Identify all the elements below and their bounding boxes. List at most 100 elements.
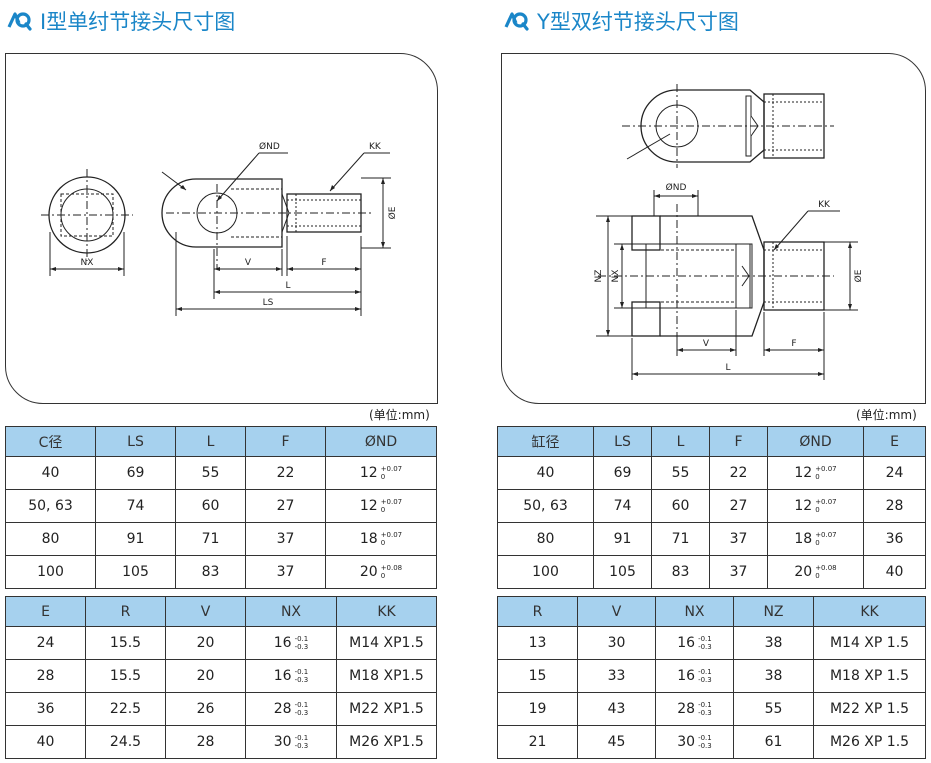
table-cell: 100 bbox=[497, 555, 594, 589]
column-header: KK bbox=[336, 596, 437, 627]
ls-label: LS bbox=[263, 298, 274, 308]
table-cell: 26 bbox=[165, 692, 246, 726]
nominal-value: 16 bbox=[273, 635, 292, 651]
table-cell: 30 bbox=[577, 626, 656, 660]
table-cell: 50, 63 bbox=[5, 489, 96, 523]
table-cell: 24 bbox=[863, 456, 926, 490]
nz-label: NZ bbox=[594, 270, 604, 283]
tolerance-lower: 0 bbox=[380, 506, 386, 514]
single-knuckle-drawing-panel: ØND KK ØE NX V F L LS bbox=[5, 53, 438, 404]
table-cell: 55 bbox=[175, 456, 246, 490]
tolerance-lower: 0 bbox=[815, 506, 820, 514]
table-cell: 38 bbox=[733, 626, 814, 660]
table-cell: 30-0.1-0.3 bbox=[655, 725, 734, 759]
tolerance-upper: +0.07 bbox=[815, 465, 837, 473]
table-cell: 71 bbox=[175, 522, 246, 556]
table-cell: 43 bbox=[577, 692, 656, 726]
table-row: 28 15.5 20 16-0.1-0.3 M18 XP1.5 bbox=[5, 659, 437, 693]
table-cell: 15.5 bbox=[85, 659, 166, 693]
tolerance-lower: -0.3 bbox=[294, 643, 309, 651]
table-cell: 28 bbox=[165, 725, 246, 759]
table-cell: 36 bbox=[863, 522, 926, 556]
nx-label: NX bbox=[611, 270, 621, 283]
brand-logo-icon bbox=[504, 12, 529, 31]
tolerance-lower: 0 bbox=[380, 473, 386, 481]
table-cell: 20 bbox=[165, 626, 246, 660]
tolerance-lower: -0.3 bbox=[294, 709, 309, 717]
table-cell: 21 bbox=[497, 725, 578, 759]
tolerance-upper: +0.08 bbox=[815, 564, 837, 572]
table-row: 13 30 16-0.1-0.3 38 M14 XP 1.5 bbox=[497, 626, 926, 660]
tolerance-upper: +0.07 bbox=[815, 498, 837, 506]
table-cell: 40 bbox=[863, 555, 926, 589]
tolerance-lower: -0.3 bbox=[698, 742, 712, 750]
table-cell: 83 bbox=[175, 555, 246, 589]
column-header: F bbox=[709, 426, 768, 457]
table-cell: 27 bbox=[709, 489, 768, 523]
brand-logo-icon bbox=[7, 12, 32, 31]
tolerance-lower: 0 bbox=[815, 572, 820, 580]
table-cell: 22.5 bbox=[85, 692, 166, 726]
column-header: V bbox=[165, 596, 246, 627]
table-cell: 50, 63 bbox=[497, 489, 594, 523]
tolerance-lower: -0.3 bbox=[698, 643, 712, 651]
tolerance-upper: -0.1 bbox=[294, 635, 309, 643]
column-header: ØND bbox=[767, 426, 864, 457]
tolerance-upper: +0.07 bbox=[815, 531, 837, 539]
e-label: ØE bbox=[387, 206, 398, 219]
table-cell: 13 bbox=[497, 626, 578, 660]
double-knuckle-drawing: ØND KK NZ NX ØE V F L bbox=[594, 84, 864, 380]
double-knuckle-title: Y型双纣节接头尺寸图 bbox=[503, 6, 739, 36]
single-knuckle-title: I型单纣节接头尺寸图 bbox=[6, 6, 235, 36]
table-cell: 28 bbox=[5, 659, 86, 693]
v-label: V bbox=[245, 258, 252, 268]
column-header: NX bbox=[245, 596, 337, 627]
table-cell: M18 XP1.5 bbox=[336, 659, 437, 693]
tolerance-upper: -0.1 bbox=[294, 701, 309, 709]
column-header: R bbox=[85, 596, 166, 627]
tolerance-lower: 0 bbox=[815, 473, 820, 481]
table-cell: M14 XP1.5 bbox=[336, 626, 437, 660]
tolerance-upper: -0.1 bbox=[698, 635, 712, 643]
nominal-value: 28 bbox=[273, 701, 292, 717]
table-header-row: E R V NX KK bbox=[5, 596, 437, 627]
nominal-value: 20 bbox=[359, 564, 378, 580]
column-header: NX bbox=[655, 596, 734, 627]
table-cell: M14 XP 1.5 bbox=[813, 626, 926, 660]
column-header: NZ bbox=[733, 596, 814, 627]
nominal-value: 16 bbox=[677, 635, 696, 651]
table-cell: 91 bbox=[95, 522, 176, 556]
table-cell: 37 bbox=[709, 555, 768, 589]
tolerance: -0.1-0.3 bbox=[295, 734, 309, 750]
table-cell: 37 bbox=[245, 555, 326, 589]
nominal-value: 12 bbox=[359, 465, 378, 481]
table-cell: 28-0.1-0.3 bbox=[245, 692, 337, 726]
nd-label: ØND bbox=[259, 141, 280, 152]
nominal-value: 18 bbox=[794, 531, 813, 547]
table-cell: 71 bbox=[651, 522, 710, 556]
table-row: 40 24.5 28 30-0.1-0.3 M26 XP1.5 bbox=[5, 725, 437, 759]
tolerance-upper: +0.08 bbox=[380, 564, 403, 572]
table-header-row: C径 LS L F ØND bbox=[5, 426, 437, 457]
l-label: L bbox=[725, 363, 730, 373]
table-cell: 28 bbox=[863, 489, 926, 523]
tolerance-lower: 0 bbox=[380, 572, 386, 580]
table-cell: 27 bbox=[245, 489, 326, 523]
nominal-value: 12 bbox=[794, 465, 813, 481]
